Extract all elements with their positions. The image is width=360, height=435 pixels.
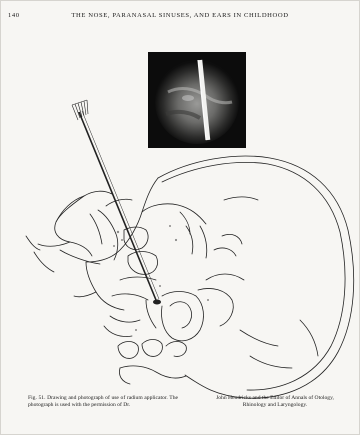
figure-caption-right: John Hendricks and the Editor of Annals … (205, 395, 345, 409)
endoscopic-photograph (148, 52, 246, 148)
figure-caption-left: Fig. 51. Drawing and photograph of use o… (28, 395, 178, 409)
